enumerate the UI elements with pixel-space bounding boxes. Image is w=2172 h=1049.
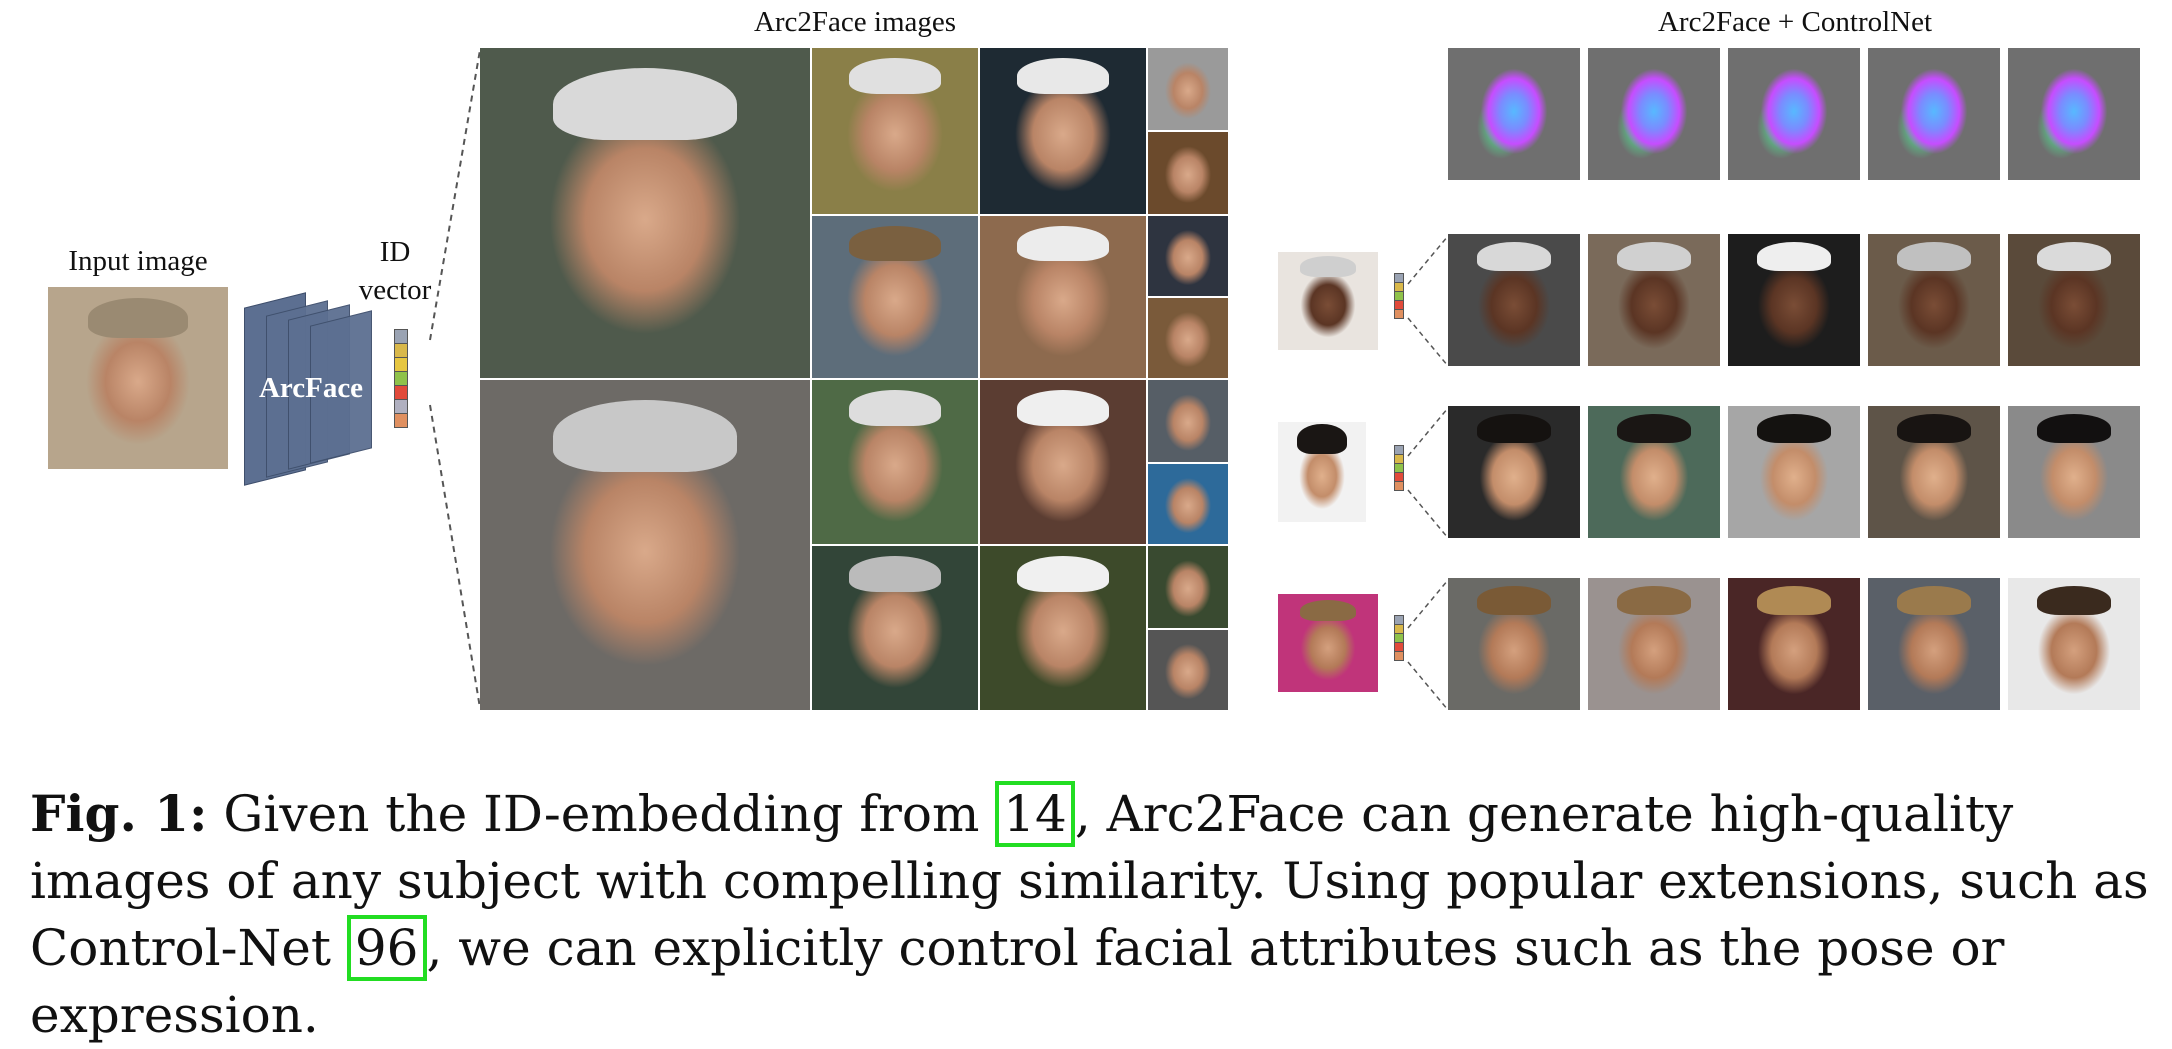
generated-face-small <box>1148 464 1228 544</box>
id-vector-label-line2: vector <box>358 274 432 306</box>
arc2face-controlnet-title: Arc2Face + ControlNet <box>1657 6 1933 38</box>
subject-projection-lines <box>1407 579 1449 711</box>
caption-text: Given the ID-embedding from <box>223 785 996 843</box>
subject-id-vector <box>1394 445 1404 491</box>
controlnet-face <box>1728 406 1860 538</box>
subject-id-vector <box>1394 615 1404 661</box>
controlnet-face <box>1588 578 1720 710</box>
input-image-label: Input image <box>68 245 208 277</box>
controlnet-face <box>1728 234 1860 366</box>
generated-face-large <box>480 48 810 378</box>
id-vector-label-line1: ID <box>379 236 411 268</box>
controlnet-face <box>2008 578 2140 710</box>
generated-face <box>980 216 1146 378</box>
generated-face <box>980 546 1146 710</box>
subject-id-vector <box>1394 273 1404 319</box>
generated-face-small <box>1148 630 1228 710</box>
figure-label: Fig. 1: <box>30 784 208 843</box>
generated-face <box>812 380 978 544</box>
generated-face <box>980 48 1146 214</box>
subject-input-image <box>1278 594 1378 692</box>
generated-face <box>812 216 978 378</box>
controlnet-face <box>1868 234 2000 366</box>
generated-face-small <box>1148 48 1228 130</box>
controlnet-face <box>1588 406 1720 538</box>
generated-face <box>812 48 978 214</box>
controlnet-face <box>1868 578 2000 710</box>
generated-face <box>812 546 978 710</box>
normal-map-image <box>1728 48 1860 180</box>
normal-map-image <box>1868 48 2000 180</box>
normal-map-image <box>1448 48 1580 180</box>
caption-text: , Arc2Face can generate high-quality ima… <box>30 785 2149 977</box>
subject-input-image <box>1278 252 1378 350</box>
citation-link[interactable]: 14 <box>995 781 1075 847</box>
generated-face <box>980 380 1146 544</box>
generated-face-small <box>1148 132 1228 214</box>
id-vector <box>394 329 408 428</box>
controlnet-face <box>1448 578 1580 710</box>
generated-face-large <box>480 380 810 710</box>
projection-lines <box>429 49 481 709</box>
subject-input-image <box>1278 422 1366 522</box>
controlnet-face <box>1448 406 1580 538</box>
arc2face-images-title: Arc2Face images <box>753 6 957 38</box>
generated-face-small <box>1148 216 1228 296</box>
arcface-label: ArcFace <box>258 372 364 404</box>
controlnet-face <box>1728 578 1860 710</box>
controlnet-face <box>1868 406 2000 538</box>
figure-caption: Fig. 1: Given the ID-embedding from 14, … <box>30 780 2150 1049</box>
normal-map-image <box>2008 48 2140 180</box>
generated-face-small <box>1148 380 1228 462</box>
input-face-image <box>48 287 228 469</box>
subject-projection-lines <box>1407 235 1449 367</box>
normal-map-image <box>1588 48 1720 180</box>
controlnet-face <box>2008 406 2140 538</box>
subject-projection-lines <box>1407 407 1449 539</box>
controlnet-face <box>1448 234 1580 366</box>
controlnet-face <box>2008 234 2140 366</box>
citation-link[interactable]: 96 <box>346 915 427 981</box>
generated-face-small <box>1148 546 1228 628</box>
controlnet-face <box>1588 234 1720 366</box>
generated-face-small <box>1148 298 1228 378</box>
